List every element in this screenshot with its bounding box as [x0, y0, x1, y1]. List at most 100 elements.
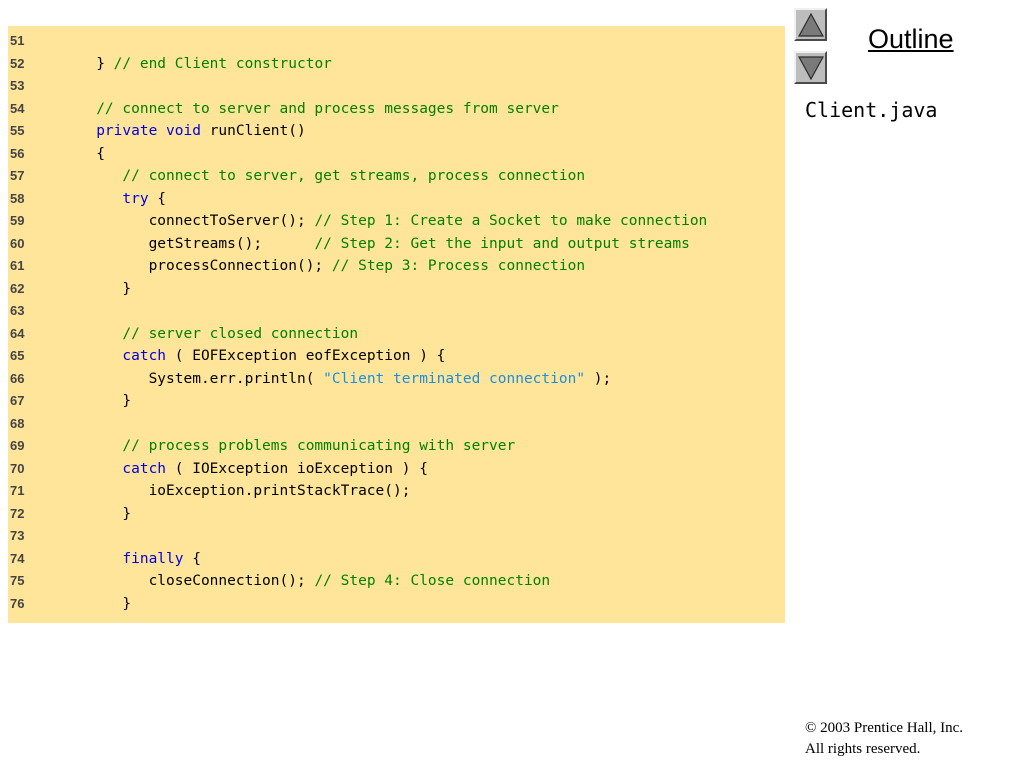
line-code: // connect to server, get streams, proce… — [70, 165, 585, 188]
line-code: // server closed connection — [70, 323, 358, 346]
line-code: ioException.printStackTrace(); — [70, 480, 411, 503]
code-token-keyword: void — [166, 123, 201, 139]
line-code: } — [70, 593, 131, 616]
code-line: 70 catch ( IOException ioException ) { — [8, 458, 785, 481]
next-slide-button[interactable] — [794, 51, 827, 84]
line-code: { — [70, 143, 105, 166]
line-code: // connect to server and process message… — [70, 98, 559, 121]
code-line: 63 — [8, 300, 785, 323]
code-token-plain: processConnection(); — [70, 258, 332, 274]
code-line: 58 try { — [8, 188, 785, 211]
line-code: try { — [70, 188, 166, 211]
code-line: 65 catch ( EOFException eofException ) { — [8, 345, 785, 368]
line-number: 62 — [10, 280, 25, 296]
code-token-comment: // Step 3: Process connection — [331, 258, 586, 274]
code-token-plain: connectToServer(); — [70, 213, 315, 229]
line-code: catch ( EOFException eofException ) { — [70, 345, 445, 368]
code-token-comment: // Step 4: Close connection — [314, 573, 551, 589]
line-number: 73 — [10, 528, 25, 543]
outline-link[interactable]: Outline — [868, 24, 954, 54]
line-code: getStreams(); // Step 2: Get the input a… — [70, 233, 690, 256]
line-number: 56 — [10, 145, 25, 161]
code-token-plain: } — [70, 280, 132, 297]
code-token-plain: ); — [585, 370, 612, 387]
code-token-plain: { — [70, 145, 105, 162]
code-line: 66 System.err.println( "Client terminate… — [8, 368, 785, 391]
code-token-plain: { — [148, 190, 167, 207]
code-token-plain — [157, 123, 166, 139]
line-number: 60 — [10, 235, 25, 251]
previous-slide-button[interactable] — [794, 8, 827, 41]
code-token-comment: // server closed connection — [70, 325, 359, 342]
line-number: 63 — [10, 303, 25, 318]
line-number: 69 — [10, 438, 25, 453]
line-code: catch ( IOException ioException ) { — [70, 458, 428, 481]
code-token-keyword: private — [70, 123, 158, 139]
copyright-notice: © 2003 Prentice Hall, Inc. All rights re… — [805, 718, 963, 760]
code-line: 68 — [8, 413, 785, 436]
code-line: 76 } — [8, 593, 785, 616]
code-token-keyword: try — [70, 190, 149, 207]
line-number: 51 — [10, 33, 25, 48]
code-line: 53 — [8, 75, 785, 98]
code-token-plain: runClient() — [200, 123, 306, 139]
code-token-plain: } — [70, 393, 132, 409]
code-token-comment: // Step 1: Create a Socket to make conne… — [314, 213, 708, 229]
code-line: 67 } — [8, 390, 785, 413]
line-code: private void runClient() — [70, 120, 306, 143]
file-name-label: Client.java — [805, 98, 938, 122]
line-code: } — [70, 503, 131, 526]
code-line: 74 finally { — [8, 548, 785, 571]
code-line: 59 connectToServer(); // Step 1: Create … — [8, 210, 785, 233]
line-number: 70 — [10, 460, 25, 476]
line-code: System.err.println( "Client terminated c… — [70, 368, 612, 391]
line-number: 54 — [10, 100, 25, 116]
line-code: } // end Client constructor — [70, 53, 332, 76]
code-token-plain: } — [70, 55, 114, 72]
code-line: 62 } — [8, 278, 785, 301]
line-number: 59 — [10, 213, 25, 228]
line-number: 67 — [10, 393, 25, 408]
code-token-keyword: catch — [70, 460, 167, 477]
code-line: 60 getStreams(); // Step 2: Get the inpu… — [8, 233, 785, 256]
code-line: 75 closeConnection(); // Step 4: Close c… — [8, 570, 785, 593]
triangle-down-icon — [798, 56, 824, 81]
rights-line: All rights reserved. — [805, 741, 921, 757]
line-code: closeConnection(); // Step 4: Close conn… — [70, 570, 551, 593]
code-token-plain: ( EOFException eofException ) { — [166, 348, 446, 364]
line-number: 57 — [10, 168, 25, 183]
code-line: 57 // connect to server, get streams, pr… — [8, 165, 785, 188]
line-number: 74 — [10, 550, 25, 566]
code-token-plain: { — [183, 550, 201, 567]
line-number: 75 — [10, 573, 25, 588]
line-code: } — [70, 278, 131, 301]
code-token-plain: } — [70, 595, 132, 612]
code-token-keyword: finally — [70, 550, 184, 567]
code-line: 73 — [8, 525, 785, 548]
triangle-up-icon — [798, 12, 824, 37]
code-token-comment: // connect to server and process message… — [70, 100, 559, 117]
code-line: 55 private void runClient() — [8, 120, 785, 143]
code-token-comment: // Step 2: Get the input and output stre… — [314, 235, 690, 252]
code-token-plain: closeConnection(); — [70, 573, 315, 589]
line-code: } — [70, 390, 131, 413]
code-line: 69 // process problems communicating wit… — [8, 435, 785, 458]
code-token-plain: ioException.printStackTrace(); — [70, 483, 411, 499]
line-number: 58 — [10, 190, 25, 206]
line-number: 55 — [10, 123, 25, 138]
code-line: 52 } // end Client constructor — [8, 53, 785, 76]
code-line: 71 ioException.printStackTrace(); — [8, 480, 785, 503]
line-code: finally { — [70, 548, 201, 571]
code-token-plain: } — [70, 505, 132, 522]
code-line: 56 { — [8, 143, 785, 166]
code-token-comment: // connect to server, get streams, proce… — [70, 168, 586, 184]
line-number: 61 — [10, 258, 25, 273]
code-token-keyword: catch — [70, 348, 167, 364]
line-number: 52 — [10, 55, 25, 71]
code-line: 72 } — [8, 503, 785, 526]
line-number: 76 — [10, 595, 25, 611]
line-number: 64 — [10, 325, 25, 341]
line-code: connectToServer(); // Step 1: Create a S… — [70, 210, 708, 233]
